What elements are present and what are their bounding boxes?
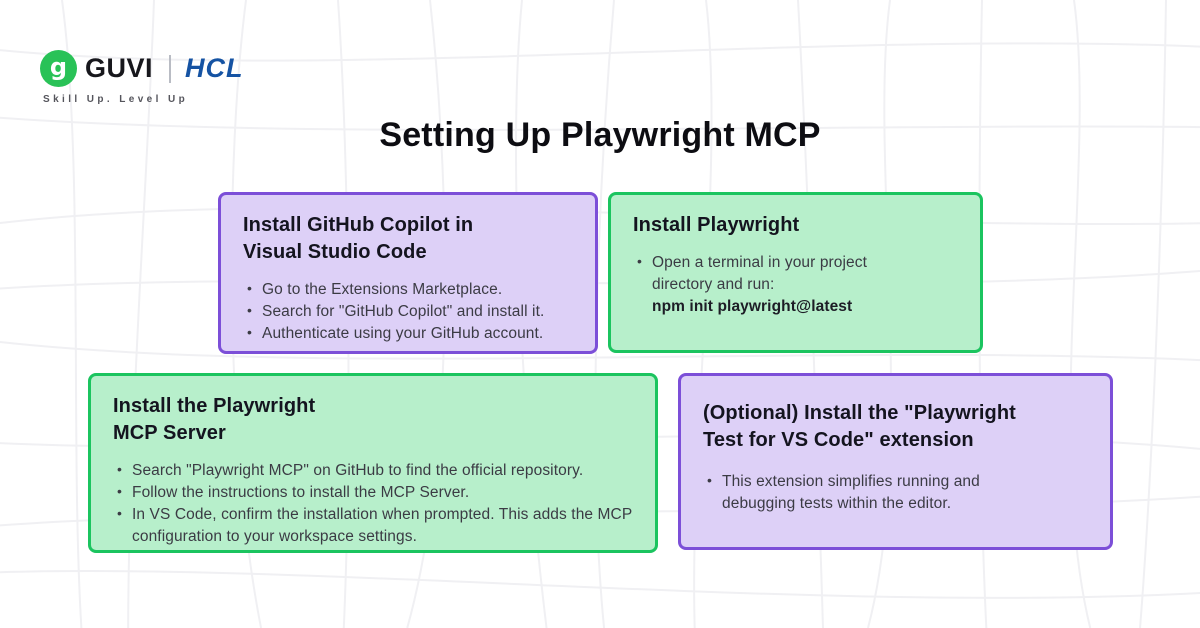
card-title-line2: MCP Server: [113, 422, 226, 444]
logo-row: g GUVI HCL: [40, 50, 244, 87]
card-title-line1: (Optional) Install the "Playwright: [703, 402, 1016, 424]
card-install-playwright: Install Playwright Open a terminal in yo…: [608, 192, 983, 353]
card-title-line2: Visual Studio Code: [243, 241, 427, 263]
guvi-logo-text: GUVI: [85, 53, 154, 83]
logo-divider: [169, 54, 172, 83]
card-optional-vscode-extension: (Optional) Install the "Playwright Test …: [678, 373, 1113, 550]
card-title: Install the Playwright MCP Server: [113, 393, 633, 447]
bullet-item: Search "Playwright MCP" on GitHub to fin…: [113, 460, 633, 482]
card-title-line1: Install the Playwright: [113, 395, 316, 417]
card-bullet-list: Open a terminal in your project director…: [633, 252, 958, 318]
card-title: Install GitHub Copilot in Visual Studio …: [243, 212, 573, 266]
card-title: Install Playwright: [633, 212, 958, 239]
card-bullet-list: Search "Playwright MCP" on GitHub to fin…: [113, 460, 633, 548]
bullet-item: Authenticate using your GitHub account.: [243, 323, 573, 345]
card-install-github-copilot: Install GitHub Copilot in Visual Studio …: [218, 192, 598, 354]
brand-tagline: Skill Up. Level Up: [43, 94, 189, 105]
bullet-item: Go to the Extensions Marketplace.: [243, 279, 573, 301]
bullet-item: Follow the instructions to install the M…: [113, 482, 633, 504]
bullet-item: Search for "GitHub Copilot" and install …: [243, 301, 573, 323]
bullet-item: Open a terminal in your project director…: [633, 252, 958, 318]
guvi-logo-icon: g: [40, 50, 77, 87]
card-title-line2: Test for VS Code" extension: [703, 429, 974, 451]
card-bullet-list: This extension simplifies running and de…: [703, 471, 1088, 515]
card-title: (Optional) Install the "Playwright Test …: [703, 400, 1088, 454]
hcl-logo-text: HCL: [185, 53, 244, 83]
card-install-mcp-server: Install the Playwright MCP Server Search…: [88, 373, 658, 553]
card-bullet-list: Go to the Extensions Marketplace. Search…: [243, 279, 573, 345]
terminal-command: npm init playwright@latest: [652, 298, 853, 315]
brand-header: g GUVI HCL Skill Up. Level Up: [40, 50, 244, 105]
card-title-line1: Install GitHub Copilot in: [243, 214, 474, 236]
bullet-item: In VS Code, confirm the installation whe…: [113, 504, 633, 548]
page-title: Setting Up Playwright MCP: [379, 116, 821, 154]
guvi-g-glyph: g: [49, 52, 68, 81]
card-title-line1: Install Playwright: [633, 214, 800, 236]
bullet-item: This extension simplifies running and de…: [703, 471, 1088, 515]
